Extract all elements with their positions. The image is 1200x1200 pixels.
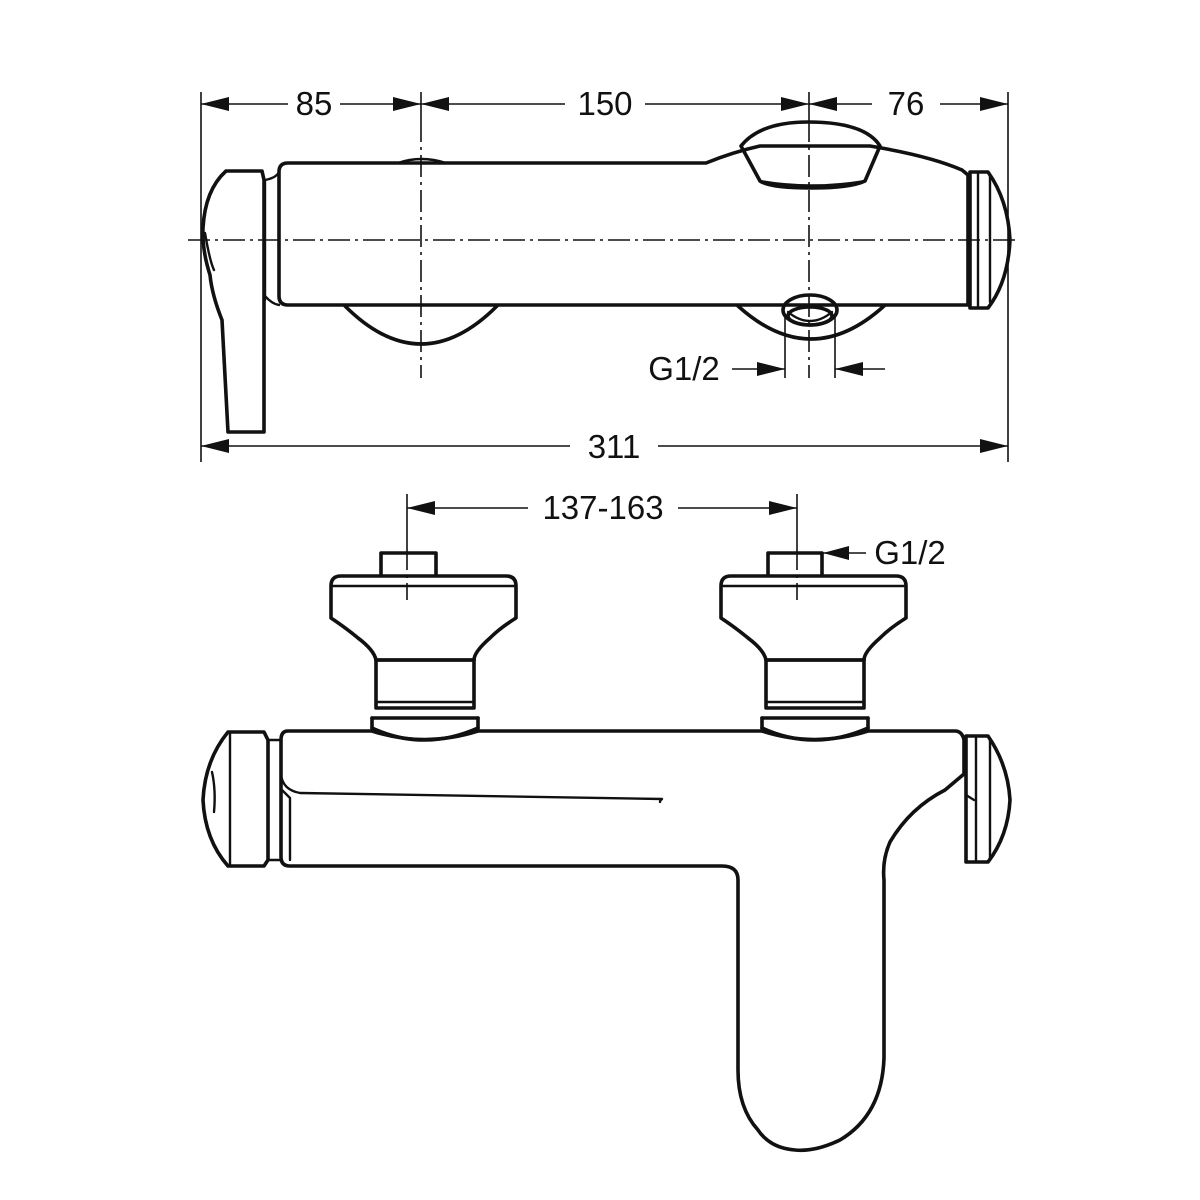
dimension-total: 311	[200, 240, 1009, 465]
arrow-150-left	[421, 97, 449, 111]
arrow-150-right	[781, 97, 809, 111]
mixer-body-top	[277, 144, 970, 307]
arrow-85-left	[201, 97, 229, 111]
mixer-body-front	[279, 729, 966, 1153]
arrow-76-left	[809, 97, 837, 111]
left-eccentric-flange	[343, 304, 499, 346]
diverter-knob-top	[739, 120, 882, 190]
left-inlet-connector	[329, 548, 518, 742]
right-end-cap-top	[968, 170, 1012, 310]
dimension-137-163-label: 137-163	[542, 489, 663, 526]
lever-handle-front	[201, 730, 283, 868]
right-end-cap-front	[964, 734, 1012, 864]
arrow-76-right	[980, 97, 1008, 111]
dimension-row-top: 85 150 76	[200, 85, 1009, 240]
lever-handle-top	[201, 169, 281, 434]
dimension-311-label: 311	[588, 428, 641, 465]
dimension-connection-range: 137-163	[406, 489, 798, 548]
right-inlet-connector	[719, 548, 908, 742]
top-view: 85 150 76	[188, 85, 1018, 465]
outlet-thread-top: G1/2	[648, 293, 885, 387]
dimension-76-label: 76	[888, 85, 925, 122]
right-eccentric-flange	[736, 304, 886, 341]
dimension-150-label: 150	[577, 85, 632, 122]
arrow-85-right	[393, 97, 421, 111]
dimension-85-label: 85	[296, 85, 333, 122]
outlet-thread-label: G1/2	[648, 350, 720, 387]
inlet-thread-label: G1/2	[874, 534, 946, 571]
front-view: 137-163	[201, 489, 1012, 1153]
body-shoulder-line	[279, 773, 664, 804]
inlet-thread-callout: G1/2	[823, 534, 946, 571]
